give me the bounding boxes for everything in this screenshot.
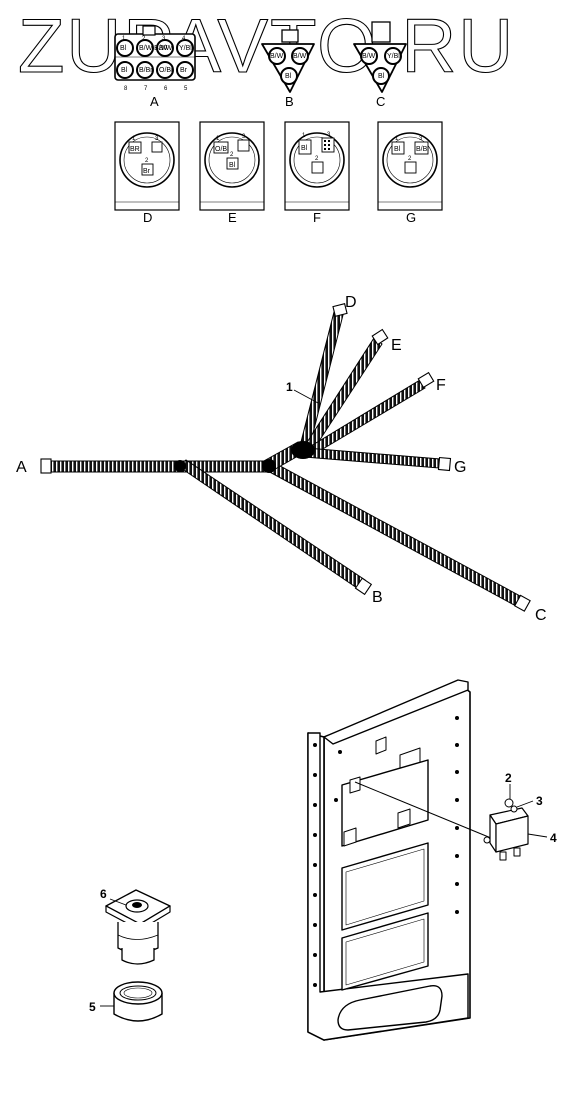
- cavity-b3: Bl: [285, 73, 292, 80]
- callout-3: 3: [536, 794, 543, 808]
- pin-a8: 8: [124, 86, 128, 92]
- cavity-b2: B/W: [293, 53, 307, 60]
- pin-a2: 2: [142, 36, 146, 42]
- cavity-d2: Br: [143, 168, 151, 175]
- harness-end-g: G: [454, 459, 466, 476]
- connector-box-f: 1 3 2 Bl F: [284, 121, 350, 225]
- pin-e2: 2: [230, 152, 234, 158]
- pin-f2: 2: [315, 156, 319, 162]
- harness-end-a: A: [16, 459, 27, 476]
- connector-a-label: A: [150, 94, 159, 109]
- pin-d2: 2: [145, 158, 149, 164]
- pin-f3: 3: [327, 132, 331, 138]
- pin-a4: 4: [182, 36, 186, 42]
- harness-end-e: E: [391, 337, 402, 354]
- connector-box-d: 1 3 2 BR Br D: [114, 121, 180, 225]
- pin-d3: 3: [155, 136, 159, 142]
- callout-5: 5: [89, 1000, 96, 1014]
- pin-g1: 1: [395, 136, 399, 142]
- cavity-a3: B/W: [159, 45, 173, 52]
- connector-e-label: E: [228, 210, 237, 225]
- cavity-a8: Bl: [121, 67, 128, 74]
- cavity-f1: Bl: [301, 145, 308, 152]
- pin-a7: 7: [144, 86, 148, 92]
- harness-end-b: B: [372, 589, 383, 606]
- connector-b: B/W B/W Bl B: [261, 29, 315, 109]
- cavity-a4: Y/Bl: [179, 45, 192, 52]
- pin-e1: 1: [216, 136, 220, 142]
- harness-end-c: C: [535, 607, 547, 624]
- cavity-g1: Bl: [394, 146, 401, 153]
- connector-box-e: 1 3 2 O/Bl Bl E: [199, 121, 265, 225]
- cavity-e1: O/Bl: [215, 146, 229, 153]
- pin-a1: 1: [122, 36, 126, 42]
- cavity-a6: O/Bl: [159, 67, 173, 74]
- connector-g-label: G: [406, 210, 416, 225]
- pin-g3: 3: [419, 136, 423, 142]
- callout-1: 1: [286, 380, 293, 394]
- cavity-d1: BR: [130, 146, 140, 153]
- cavity-c3: Bl: [378, 73, 385, 80]
- cavity-c2: Y/Bl: [387, 53, 400, 60]
- harness-end-d: D: [345, 294, 357, 311]
- ignition-switch: [105, 889, 171, 965]
- callout-6-leader: [109, 898, 127, 906]
- connector-c-label: C: [376, 94, 385, 109]
- pin-d1: 1: [132, 136, 136, 142]
- cavity-a5: Br: [180, 67, 188, 74]
- pin-a3: 3: [162, 36, 166, 42]
- relay: [483, 798, 529, 861]
- pin-a6: 6: [164, 86, 168, 92]
- cavity-c1: B/W: [362, 53, 376, 60]
- cavity-e2: Bl: [229, 162, 236, 169]
- wire-harness: A B C D E F G 1: [16, 294, 547, 624]
- cavity-a7: B/Br: [139, 67, 153, 74]
- relay-callouts: 2 3 4: [505, 771, 557, 845]
- connector-d-label: D: [143, 210, 152, 225]
- connector-a: 1 2 3 4 8 7 6 5 Bl B/W B/W B/W Y/Bl Bl B…: [114, 25, 196, 109]
- callout-2: 2: [505, 771, 512, 785]
- harness-end-f: F: [436, 377, 446, 394]
- pin-f1: 1: [302, 133, 306, 139]
- pin-g2: 2: [408, 156, 412, 162]
- pin-e3: 3: [242, 134, 246, 140]
- cavity-g3: B/Bl: [416, 146, 429, 153]
- connector-box-g: 1 3 2 Bl B/Bl G: [377, 121, 443, 225]
- connector-f-label: F: [313, 210, 321, 225]
- relay-mount-line: [354, 781, 492, 839]
- retaining-nut: [113, 981, 163, 1022]
- cavity-a2: B/W B/W: [139, 45, 168, 52]
- callout-4: 4: [550, 831, 557, 845]
- callout-6: 6: [100, 887, 107, 901]
- connector-b-label: B: [285, 94, 294, 109]
- pin-a5: 5: [184, 86, 188, 92]
- mounting-panel: [307, 679, 471, 1041]
- cavity-b1: B/W: [270, 53, 284, 60]
- connector-c: B/W Y/Bl Bl C: [353, 21, 407, 109]
- cavity-a1: Bl: [120, 45, 127, 52]
